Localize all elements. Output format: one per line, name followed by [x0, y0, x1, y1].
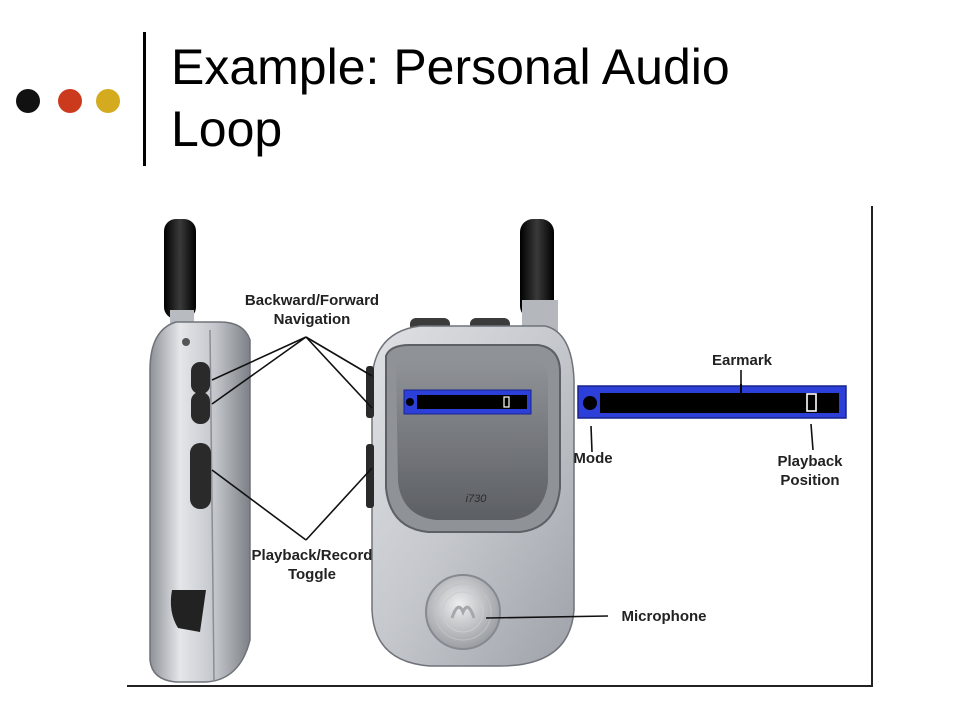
slide-title-line1: Example: Personal Audio	[171, 39, 730, 95]
microphone-label-text: Microphone	[621, 608, 707, 625]
navigation-label-line1: Backward/Forward	[244, 292, 380, 309]
phone-model-text: i730	[466, 493, 488, 505]
earmark-label-text: Earmark	[711, 352, 773, 369]
slide-title: Example: Personal Audio Loop	[171, 36, 931, 160]
side-view-phone	[149, 219, 251, 683]
figure-border-right	[871, 206, 873, 687]
bullet-dot-black	[16, 89, 40, 113]
side-jack	[170, 590, 206, 632]
playback-position-marker	[806, 393, 817, 412]
playback-position-label-line1: Playback	[777, 453, 843, 470]
title-divider	[143, 32, 146, 166]
toggle-label-line2: Toggle	[287, 566, 337, 583]
slide-title-line2: Loop	[171, 101, 283, 157]
side-nav-key-upper	[191, 362, 210, 394]
earmark-label: Earmark	[694, 351, 790, 370]
callout-lines	[211, 336, 814, 619]
earmark-tick	[740, 384, 742, 394]
front-antenna	[520, 219, 554, 319]
figure-border-bottom	[127, 685, 873, 687]
bullet-dot-gold	[96, 89, 120, 113]
playback-position-label: Playback Position	[762, 452, 858, 490]
bullet-dot-red	[58, 89, 82, 113]
navigation-label-line2: Navigation	[273, 311, 351, 328]
mode-indicator	[583, 396, 597, 410]
toggle-label: Playback/Record Toggle	[232, 546, 392, 584]
mode-label: Mode	[560, 449, 626, 468]
side-toggle-key	[190, 443, 211, 509]
microphone-label: Microphone	[606, 607, 722, 626]
playback-position-label-line2: Position	[780, 472, 840, 489]
enlarged-display	[577, 384, 847, 419]
mode-label-text: Mode	[573, 450, 613, 467]
toggle-label-line1: Playback/Record	[251, 547, 373, 564]
front-view-phone: i730	[366, 219, 575, 667]
navigation-label: Backward/Forward Navigation	[226, 291, 398, 329]
side-nav-key-lower	[191, 392, 210, 424]
side-antenna	[164, 219, 196, 319]
